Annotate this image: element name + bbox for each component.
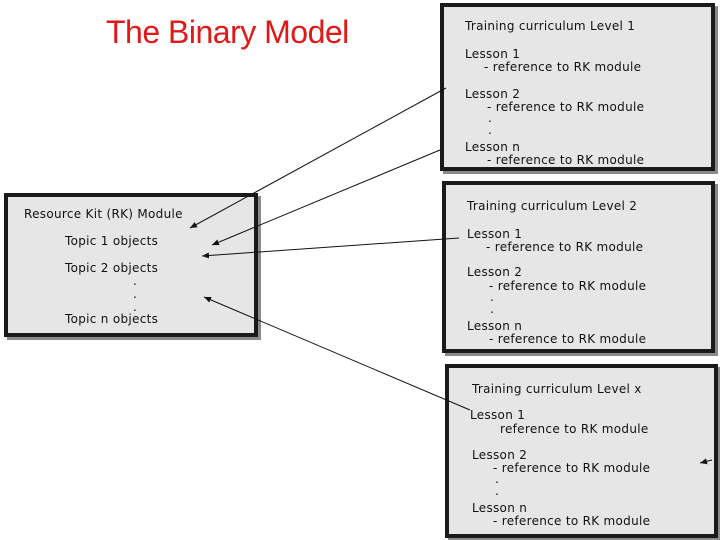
ellipsis-dot: . [490, 302, 495, 316]
lesson-2-reference: - reference to RK module [487, 100, 645, 114]
curriculum-heading: Training curriculum Level x [472, 382, 642, 396]
lesson-2-label: Lesson 2 [472, 448, 528, 462]
rk-module-box: Resource Kit (RK) Module Topic 1 objects… [4, 193, 258, 337]
lesson-n-reference: - reference to RK module [487, 153, 645, 167]
lesson-1-label: Lesson 1 [467, 227, 523, 241]
lesson-2-reference: - reference to RK module [489, 279, 647, 293]
topic-n-objects: Topic n objects [65, 312, 159, 326]
ellipsis-dot: . [133, 287, 138, 301]
ellipsis-dot: . [133, 274, 138, 288]
lesson-1-label: Lesson 1 [465, 47, 521, 61]
ellipsis-dot: . [133, 300, 138, 314]
ellipsis-dot: . [495, 472, 500, 486]
lesson-2-label: Lesson 2 [467, 265, 523, 279]
curriculum-level-1-box: Training curriculum Level 1 Lesson 1 - r… [440, 3, 715, 171]
curriculum-heading: Training curriculum Level 2 [467, 199, 638, 213]
rk-module-heading: Resource Kit (RK) Module [24, 207, 183, 221]
topic-1-objects: Topic 1 objects [65, 234, 159, 248]
lesson-1-label: Lesson 1 [470, 408, 526, 422]
topic-2-objects: Topic 2 objects [65, 261, 159, 275]
page-title: The Binary Model [106, 14, 349, 50]
lesson-n-reference: - reference to RK module [489, 332, 647, 346]
curriculum-level-x-box: Training curriculum Level x Lesson 1 ref… [445, 364, 718, 538]
lesson-n-reference: - reference to RK module [493, 514, 651, 528]
ellipsis-dot: . [488, 111, 493, 125]
curriculum-heading: Training curriculum Level 1 [465, 19, 636, 33]
lesson-2-reference: - reference to RK module [493, 461, 651, 475]
lesson-1-reference: - reference to RK module [486, 240, 644, 254]
lesson-n-label: Lesson n [465, 140, 521, 154]
ellipsis-dot: . [490, 290, 495, 304]
ellipsis-dot: . [495, 484, 500, 498]
ellipsis-dot: . [488, 123, 493, 137]
lesson-1-reference: - reference to RK module [484, 60, 642, 74]
curriculum-level-2-box: Training curriculum Level 2 Lesson 1 - r… [442, 181, 715, 353]
lesson-n-label: Lesson n [472, 501, 528, 515]
lesson-1-reference: reference to RK module [500, 422, 649, 436]
lesson-n-label: Lesson n [467, 319, 523, 333]
lesson-2-label: Lesson 2 [465, 87, 521, 101]
